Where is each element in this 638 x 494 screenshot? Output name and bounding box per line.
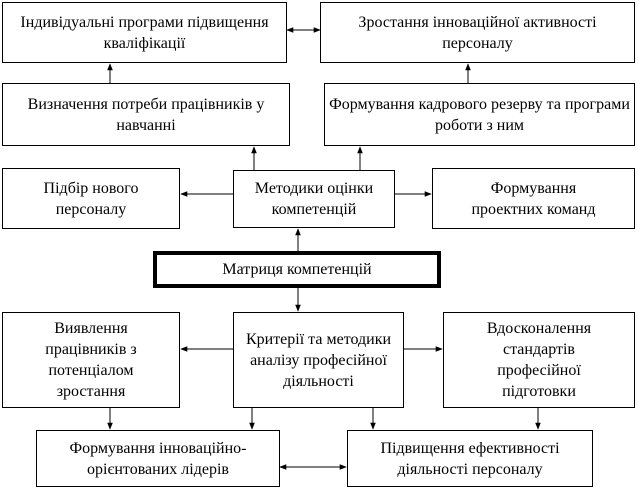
box-growth-potential: Виявлення працівників з потенціалом зрос…	[2, 312, 180, 408]
box-efficiency-increase: Підвищення ефективності діяльності персо…	[347, 430, 593, 487]
box-competency-matrix: Матриця компетенцій	[153, 251, 441, 288]
box-innovation-activity-text: Зростання інноваційної активності персон…	[358, 13, 597, 52]
box-criteria-methods-text: Критерії та методики аналізу професійної…	[245, 330, 392, 390]
box-assessment-methods: Методики оцінки компетенцій	[233, 170, 395, 228]
box-assessment-methods-text: Методики оцінки компетенцій	[254, 180, 374, 218]
box-new-staff-selection: Підбір нового персоналу	[2, 168, 180, 229]
box-individual-programs-text: Індивідуальні програми підвищення кваліф…	[20, 13, 269, 52]
box-new-staff-selection-text: Підбір нового персоналу	[43, 179, 139, 218]
box-training-needs-text: Визначення потреби працівників у навчанн…	[27, 95, 265, 134]
box-innovation-activity: Зростання інноваційної активності персон…	[320, 2, 635, 63]
box-talent-reserve: Формування кадрового резерву та програми…	[324, 83, 635, 146]
box-innovative-leaders-text: Формування інноваційно-орієнтованих ліде…	[69, 439, 247, 478]
box-standards-improvement-text: Вдосконалення стандартів професійної під…	[486, 320, 592, 400]
box-criteria-methods: Критерії та методики аналізу професійної…	[233, 312, 404, 408]
box-project-teams-text: Формування проектних команд	[471, 179, 596, 218]
box-talent-reserve-text: Формування кадрового резерву та програми…	[329, 95, 630, 134]
box-standards-improvement: Вдосконалення стандартів професійної під…	[443, 312, 635, 408]
box-individual-programs: Індивідуальні програми підвищення кваліф…	[2, 2, 287, 63]
box-competency-matrix-text: Матриця компетенцій	[222, 261, 372, 278]
box-project-teams: Формування проектних команд	[432, 168, 635, 229]
box-training-needs: Визначення потреби працівників у навчанн…	[2, 83, 290, 146]
box-growth-potential-text: Виявлення працівників з потенціалом зрос…	[45, 320, 137, 400]
box-efficiency-increase-text: Підвищення ефективності діяльності персо…	[380, 439, 560, 478]
box-innovative-leaders: Формування інноваційно-орієнтованих ліде…	[36, 430, 280, 487]
